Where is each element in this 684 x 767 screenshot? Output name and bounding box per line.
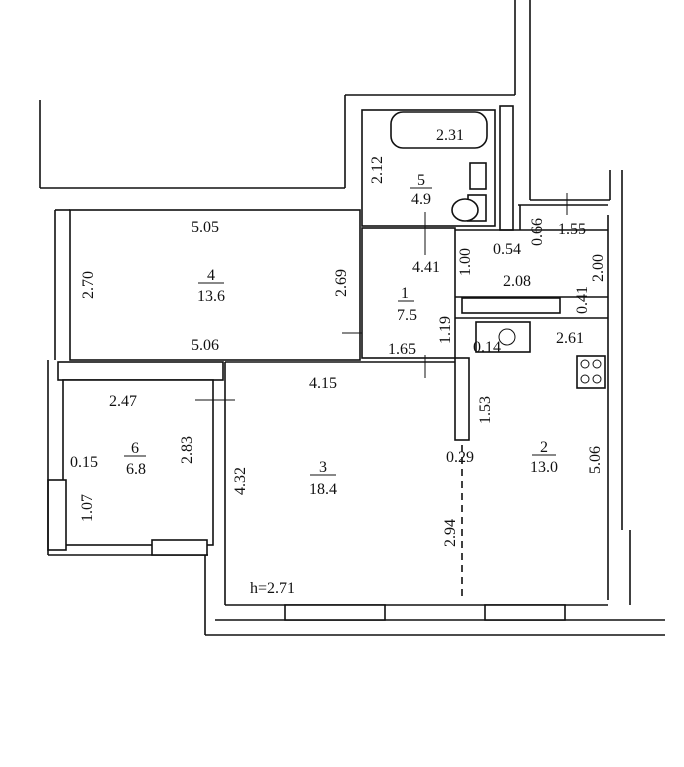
dim-r4-bottom: 5.06 bbox=[191, 337, 219, 354]
dim-k-200: 2.00 bbox=[590, 254, 607, 282]
dim-k-155: 1.55 bbox=[558, 221, 586, 238]
dim-bath-h: 2.12 bbox=[369, 156, 386, 184]
dim-r6-107: 1.07 bbox=[79, 494, 96, 522]
room-6-area: 6.8 bbox=[126, 461, 146, 478]
dim-r4-left: 2.70 bbox=[80, 271, 97, 299]
dim-k-261: 2.61 bbox=[556, 330, 584, 347]
dim-r6-top: 2.47 bbox=[109, 393, 137, 410]
dim-hall-054: 0.54 bbox=[493, 241, 521, 258]
room-5-number: 5 bbox=[417, 172, 425, 189]
dim-r4-top: 5.05 bbox=[191, 219, 219, 236]
dim-r6-right: 2.83 bbox=[179, 436, 196, 464]
dim-k-041: 0.41 bbox=[574, 286, 591, 314]
room-3-number: 3 bbox=[319, 459, 327, 476]
dim-r6-015: 0.15 bbox=[70, 454, 98, 471]
dim-bath-w: 4.41 bbox=[412, 259, 440, 276]
dim-hall-100: 1.00 bbox=[457, 248, 474, 276]
dim-r4-right: 2.69 bbox=[333, 269, 350, 297]
dim-r3-top: 4.15 bbox=[309, 375, 337, 392]
dim-hall-066: 0.66 bbox=[529, 218, 546, 246]
ceiling-height: h=2.71 bbox=[250, 580, 295, 597]
room-4-area: 13.6 bbox=[197, 288, 225, 305]
dim-k-014: 0.14 bbox=[473, 339, 501, 356]
sink-icon bbox=[469, 162, 487, 190]
dim-hall-165: 1.65 bbox=[388, 341, 416, 358]
dim-k-294: 2.94 bbox=[442, 519, 459, 547]
walls bbox=[39, 0, 665, 636]
stove-icon bbox=[576, 355, 606, 389]
room-2-area: 13.0 bbox=[530, 459, 558, 476]
room-3-area: 18.4 bbox=[309, 481, 337, 498]
room-6-number: 6 bbox=[131, 440, 139, 457]
room-2-number: 2 bbox=[540, 439, 548, 456]
room-5-area: 4.9 bbox=[411, 191, 431, 208]
dim-r3-left: 4.32 bbox=[232, 467, 249, 495]
dim-k-029: 0.29 bbox=[446, 449, 474, 466]
room-1-area: 7.5 bbox=[397, 307, 417, 324]
dim-k-153: 1.53 bbox=[477, 396, 494, 424]
dimension-labels: 2.31 2.12 4.41 5.05 2.70 2.69 5.06 1.00 … bbox=[70, 127, 607, 597]
room-labels: 5 4.9 4 13.6 1 7.5 2 13.0 3 18.4 6 6.8 bbox=[124, 172, 558, 498]
room-1-number: 1 bbox=[401, 285, 409, 302]
kitchen-sink-icon bbox=[475, 321, 531, 353]
dim-k-208: 2.08 bbox=[503, 273, 531, 290]
dim-k-506: 5.06 bbox=[587, 446, 604, 474]
dim-hall-119: 1.19 bbox=[437, 316, 454, 344]
dim-bath: 2.31 bbox=[436, 127, 464, 144]
room-4-number: 4 bbox=[207, 267, 215, 284]
